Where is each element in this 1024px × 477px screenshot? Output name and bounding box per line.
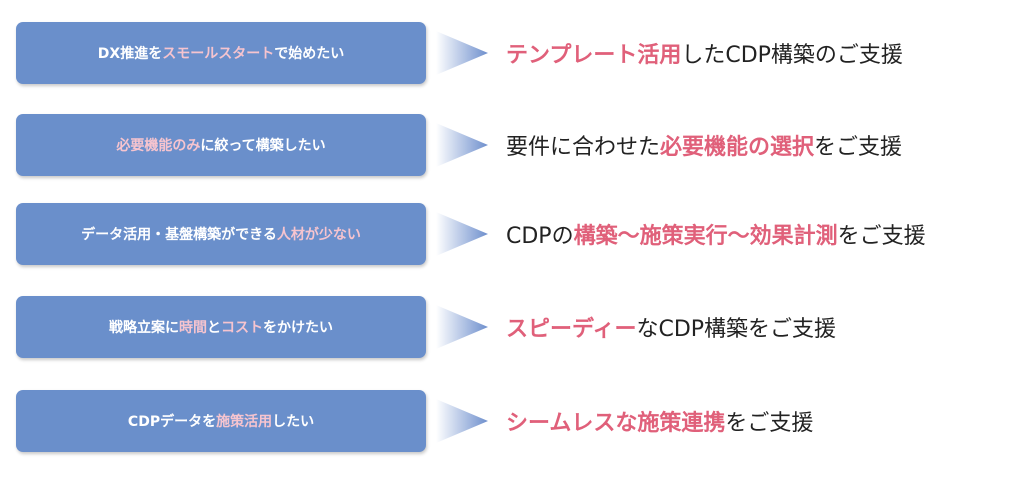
problem-text: DX推進を bbox=[97, 46, 163, 62]
arrow-icon bbox=[436, 305, 488, 349]
solution-text-part: をご支援 bbox=[837, 224, 926, 249]
problem-highlight: 人材が少ない bbox=[276, 227, 361, 243]
solution-text: 要件に合わせた必要機能の選択をご支援 bbox=[506, 114, 902, 176]
arrow-icon bbox=[436, 212, 488, 256]
solution-text-part: 要件に合わせた bbox=[506, 135, 661, 160]
problem-text: データ活用・基盤構築ができる bbox=[81, 227, 277, 243]
solution-text-part: をご支援 bbox=[814, 135, 903, 160]
problem-text: CDPデータを bbox=[127, 414, 217, 430]
solution-text: シームレスな施策連携をご支援 bbox=[506, 390, 813, 452]
solution-text: CDPの構築～施策実行～効果計測をご支援 bbox=[506, 203, 926, 265]
problem-highlight: 必要機能のみ bbox=[116, 138, 201, 154]
arrow-icon bbox=[436, 31, 488, 75]
row-1: DX推進をスモールスタートで始めたい テンプレート活用したCDP構築のご支援 bbox=[0, 22, 1024, 84]
problem-text: で始めたい bbox=[274, 46, 345, 62]
row-5: CDPデータを施策活用したい シームレスな施策連携をご支援 bbox=[0, 390, 1024, 452]
arrow-icon bbox=[436, 399, 488, 443]
problem-box: CDPデータを施策活用したい bbox=[16, 390, 426, 452]
problem-highlight: コスト bbox=[221, 320, 263, 336]
problem-text: をかけたい bbox=[263, 320, 333, 336]
solution-text-part: CDPの bbox=[506, 224, 574, 249]
row-4: 戦略立案に時間とコストをかけたい スピーディーなCDP構築をご支援 bbox=[0, 296, 1024, 358]
problem-box: DX推進をスモールスタートで始めたい bbox=[16, 22, 426, 84]
solution-highlight: スピーディー bbox=[506, 317, 637, 342]
solution-text: テンプレート活用したCDP構築のご支援 bbox=[506, 22, 903, 84]
solution-text: スピーディーなCDP構築をご支援 bbox=[506, 296, 836, 358]
solution-highlight: 必要機能の選択 bbox=[660, 135, 815, 160]
problem-text: したい bbox=[272, 414, 315, 430]
solution-highlight: シームレスな施策連携 bbox=[506, 411, 726, 436]
problem-highlight: 施策活用 bbox=[216, 414, 273, 430]
solution-text-part: なCDP構築をご支援 bbox=[636, 317, 837, 342]
problem-highlight: 時間 bbox=[179, 320, 207, 336]
problem-highlight: スモールスタート bbox=[162, 46, 275, 62]
solution-text-part: したCDP構築のご支援 bbox=[681, 43, 903, 68]
arrow-icon bbox=[436, 123, 488, 167]
problem-box: 必要機能のみに絞って構築したい bbox=[16, 114, 426, 176]
problem-text: 戦略立案に bbox=[109, 320, 179, 336]
solution-highlight: テンプレート活用 bbox=[506, 43, 682, 68]
problem-box: データ活用・基盤構築ができる人材が少ない bbox=[16, 203, 426, 265]
row-3: データ活用・基盤構築ができる人材が少ない CDPの構築～施策実行～効果計測をご支… bbox=[0, 203, 1024, 265]
solution-highlight: 構築～施策実行～効果計測 bbox=[573, 224, 838, 249]
solution-text-part: をご支援 bbox=[725, 411, 814, 436]
row-2: 必要機能のみに絞って構築したい 要件に合わせた必要機能の選択をご支援 bbox=[0, 114, 1024, 176]
problem-text: に絞って構築したい bbox=[200, 138, 326, 154]
problem-text: と bbox=[207, 320, 221, 336]
problem-box: 戦略立案に時間とコストをかけたい bbox=[16, 296, 426, 358]
